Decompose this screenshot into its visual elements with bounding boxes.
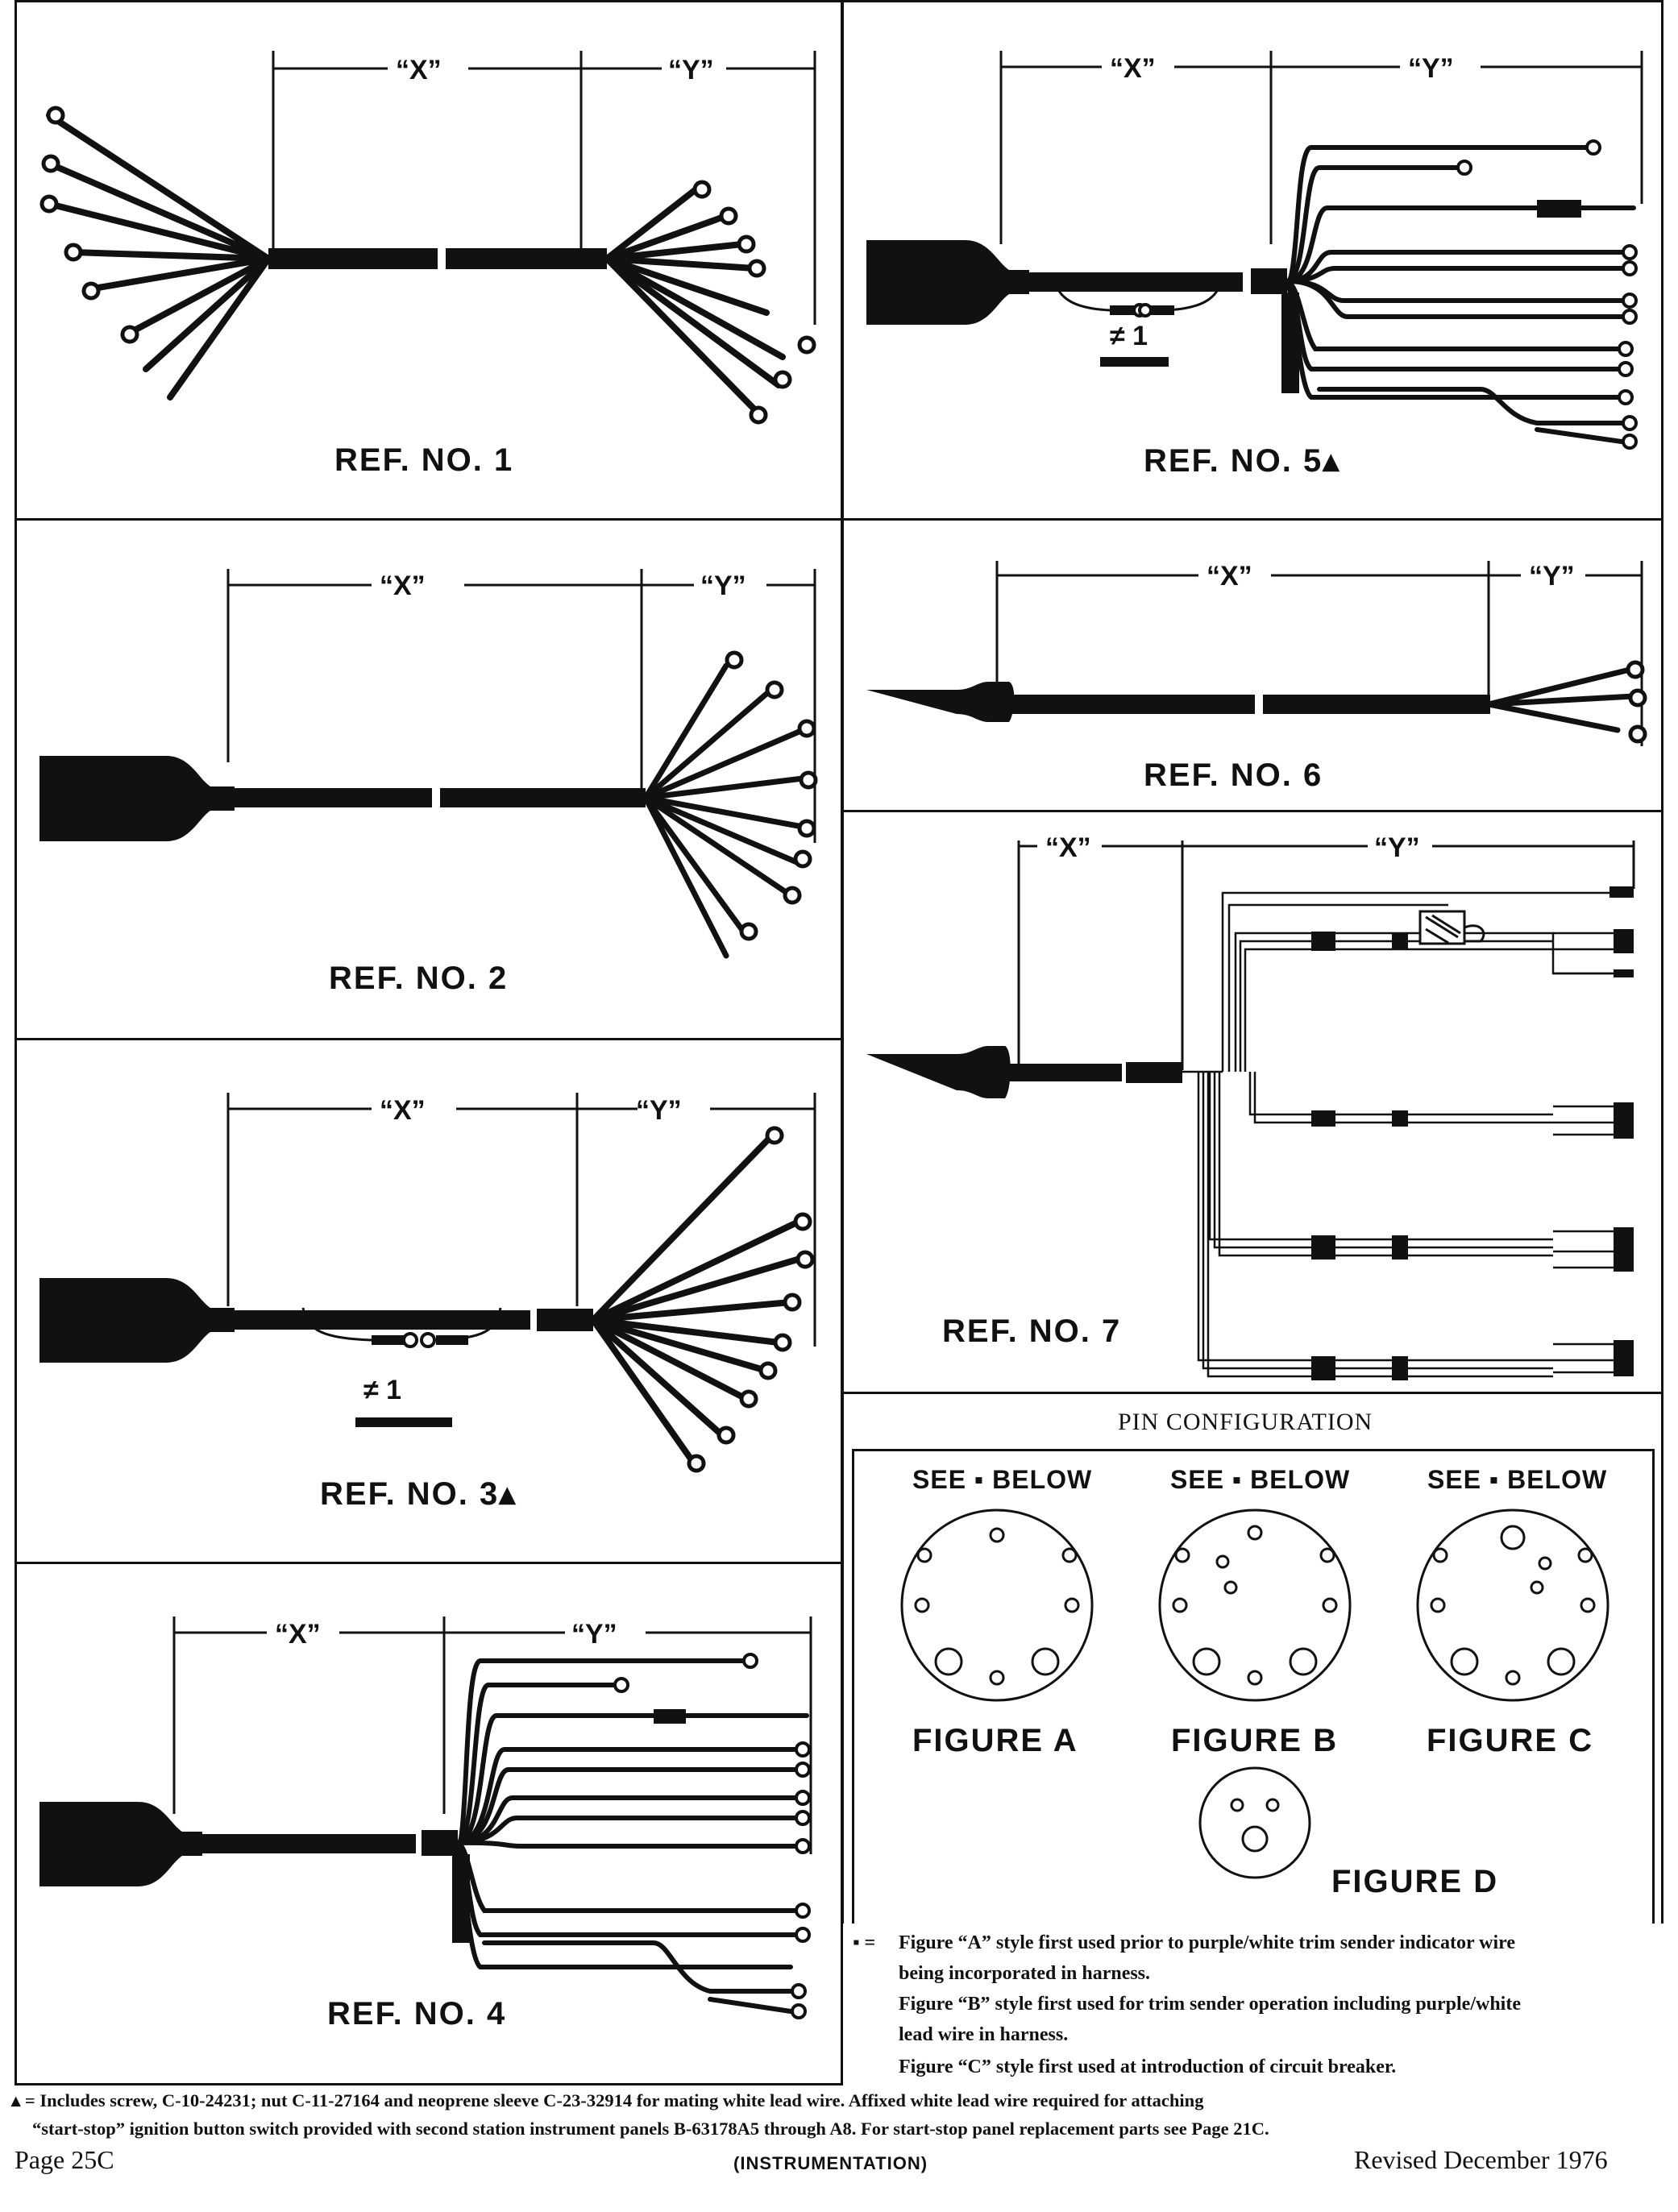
ref5-x-label: “X”	[1110, 53, 1156, 84]
figure-b-label: FIGURE B	[1171, 1723, 1339, 1758]
ref1-harness-diagram: “X” “Y”	[39, 51, 816, 425]
pin-configuration-title: PIN CONFIGURATION	[1118, 1409, 1373, 1435]
figure-b-see-below: SEE ▪ BELOW	[1170, 1465, 1351, 1494]
ref6-panel: “X” “Y” REF. NO. 6	[841, 518, 1663, 812]
ref5-sleeve-mark: ≠ 1	[1110, 321, 1148, 351]
ref4-panel: “X” “Y” REF. NO. 4	[15, 1562, 843, 2085]
ref7-panel: “X” “Y”	[841, 810, 1663, 1394]
figure-d-label: FIGURE D	[1331, 1864, 1499, 1899]
ref7-label: REF. NO. 7	[942, 1314, 1122, 1349]
ref7-harness-diagram: “X” “Y”	[866, 832, 1635, 1380]
revised-date: Revised December 1976	[1354, 2145, 1608, 2174]
ref1-x-label: “X”	[396, 55, 442, 85]
ref3-sleeve-mark: ≠ 1	[363, 1375, 401, 1405]
ref5-label: REF. NO. 5▴	[1144, 443, 1341, 479]
ref2-panel: “X” “Y” REF. NO. 2	[15, 518, 843, 1040]
note-line-4: lead wire in harness.	[899, 2024, 1069, 2045]
ref6-harness-diagram: “X” “Y”	[866, 561, 1647, 746]
ref6-y-label: “Y”	[1529, 561, 1575, 591]
ref2-y-label: “Y”	[700, 571, 746, 601]
ref4-x-label: “X”	[275, 1619, 321, 1650]
ref7-y-label: “Y”	[1374, 832, 1420, 863]
ref6-label: REF. NO. 6	[1144, 757, 1323, 793]
ref4-y-label: “Y”	[571, 1619, 617, 1650]
ref4-harness-diagram: “X” “Y”	[39, 1616, 812, 2019]
ref1-y-label: “Y”	[668, 55, 714, 85]
ref5-harness-diagram: “X” “Y” ≠ 1	[866, 51, 1643, 450]
note-line-1: Figure “A” style first used prior to pur…	[899, 1932, 1516, 1953]
ref3-panel: “X” “Y” ≠ 1 REF. NO. 3▴	[15, 1038, 843, 1565]
pin-figures	[900, 1509, 1609, 1879]
section-title: (INSTRUMENTATION)	[733, 2153, 928, 2173]
figure-c-label: FIGURE C	[1427, 1723, 1594, 1758]
figure-c-see-below: SEE ▪ BELOW	[1427, 1465, 1608, 1494]
pin-configuration-panel: PIN CONFIGURATION SEE ▪ BELOW SEE ▪ BELO…	[841, 1392, 1663, 1924]
ref1-panel: “X” “Y” REF. NO. 1	[15, 0, 843, 521]
note-line-3: Figure “B” style first used for trim sen…	[899, 1994, 1521, 2015]
ref2-label: REF. NO. 2	[329, 961, 509, 996]
ref5-panel: “X” “Y” ≠ 1	[841, 0, 1663, 521]
figure-a-label: FIGURE A	[912, 1723, 1078, 1758]
note-line-5: Figure “C” style first used at introduct…	[899, 2056, 1397, 2077]
ref3-y-label: “Y”	[636, 1095, 682, 1126]
ref5-y-label: “Y”	[1408, 53, 1454, 84]
ref4-label: REF. NO. 4	[327, 1996, 507, 2031]
notes-marker: ▪ =	[853, 1932, 876, 1953]
note-line-2: being incorporated in harness.	[899, 1963, 1151, 1984]
footnote-line-2: “start-stop” ignition button switch prov…	[32, 2119, 1269, 2139]
page-number: Page 25C	[15, 2145, 114, 2174]
ref3-x-label: “X”	[380, 1095, 426, 1126]
ref6-x-label: “X”	[1207, 561, 1252, 591]
ref1-label: REF. NO. 1	[334, 442, 514, 478]
ref3-label: REF. NO. 3▴	[320, 1476, 517, 1512]
footnote-line-1: ▴ = Includes screw, C-10-24231; nut C-11…	[11, 2090, 1204, 2110]
ref2-harness-diagram: “X” “Y”	[39, 569, 818, 959]
figure-a-see-below: SEE ▪ BELOW	[912, 1465, 1093, 1494]
ref2-x-label: “X”	[380, 571, 426, 601]
ref7-x-label: “X”	[1045, 832, 1091, 863]
ref3-harness-diagram: “X” “Y” ≠ 1	[39, 1093, 816, 1473]
